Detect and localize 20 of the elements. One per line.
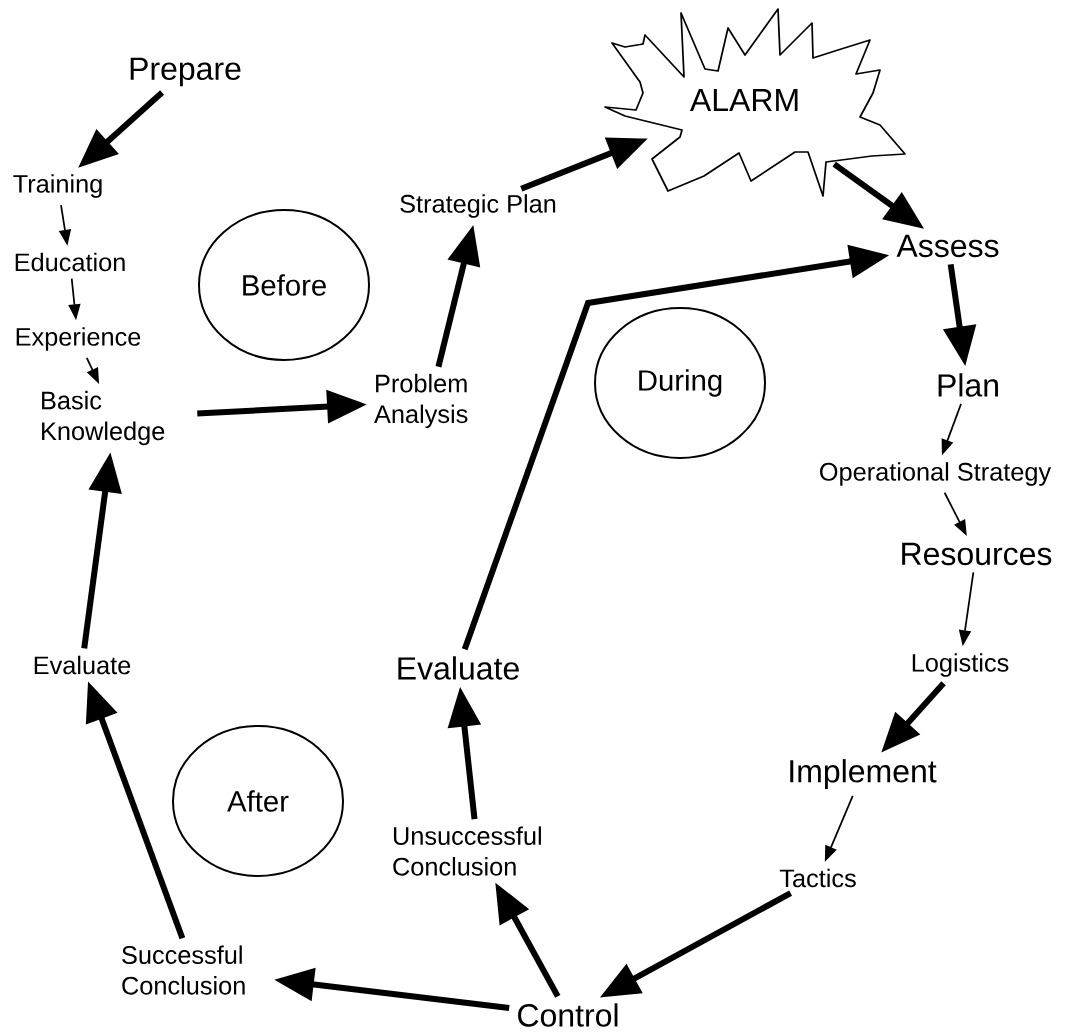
step-label: Training [13,174,102,198]
step-label: Operational Strategy [820,462,1052,486]
step-label: Logistics [912,653,1009,677]
step-label: Successful Conclusion [122,945,245,995]
step-label: Basic Knowledge [42,390,165,446]
step-label: Evaluate [398,656,519,680]
step-label: Resources [902,542,1052,566]
step-label: Tactics [779,868,856,888]
step-label: Assess [896,234,999,258]
alarm-burst: ALARM [604,8,906,197]
step-label: Education [15,252,125,272]
step-label: Control [518,1003,618,1027]
step-label: Evaluate [34,655,131,675]
step-label: Experience [16,327,141,351]
step-label: Prepare [130,57,241,87]
step-label: Problem Analysis [374,373,468,429]
step-label: Strategic Plan [400,194,556,218]
step-label: Unsuccessful Conclusion [393,826,541,876]
step-label: Plan [938,373,998,397]
step-label: Implement [790,759,937,789]
